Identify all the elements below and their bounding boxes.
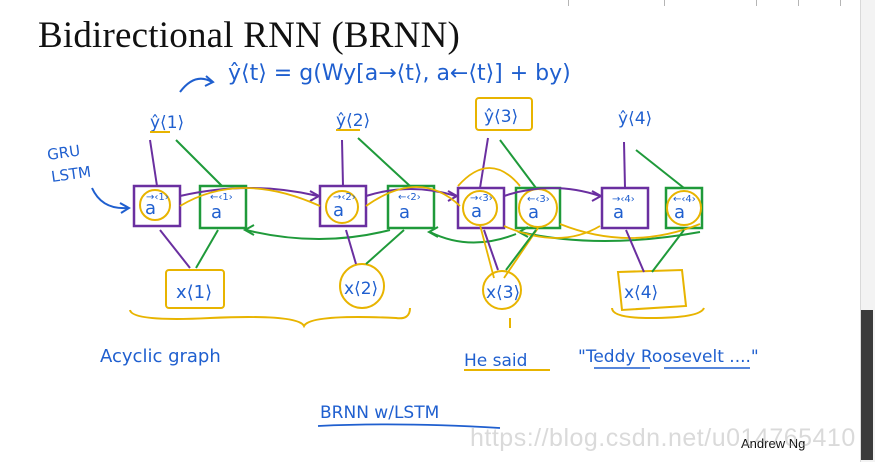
backward-cell-2: a ←‹2› [386, 184, 436, 230]
svg-text:a: a [613, 202, 624, 223]
svg-text:←‹4›: ←‹4› [673, 194, 696, 205]
input-connections [159, 229, 685, 273]
svg-text:a: a [399, 202, 410, 223]
brnn-lstm-label: BRNN w/LSTM [320, 403, 439, 423]
input-2: x⟨2⟩ [339, 263, 385, 309]
window-scrollbar-thumb[interactable] [861, 310, 873, 460]
svg-text:a: a [333, 200, 344, 221]
gru-label: GRU [46, 142, 81, 164]
input-3: x⟨3⟩ [482, 270, 522, 310]
svg-text:x⟨4⟩: x⟨4⟩ [624, 283, 658, 303]
svg-text:←‹2›: ←‹2› [398, 192, 421, 203]
backward-cell-4: a ←‹4› [664, 186, 704, 230]
svg-text:→‹1›: →‹1› [146, 192, 169, 203]
gru-arrow [91, 187, 129, 210]
forward-cell-2: a →‹2› [318, 184, 368, 228]
backward-cell-1: a ←‹1› [198, 184, 248, 230]
svg-text:a: a [145, 198, 156, 219]
forward-cell-1: a →‹1› [132, 184, 182, 228]
watermark-url: https://blog.csdn.net/u014765410 [470, 424, 856, 452]
svg-text:→‹2›: →‹2› [333, 192, 356, 203]
slide-title: Bidirectional RNN (BRNN) [38, 15, 461, 56]
acyclic-graph-label: Acyclic graph [100, 346, 221, 367]
svg-text:x⟨3⟩: x⟨3⟩ [486, 283, 520, 303]
output-label-1: ŷ⟨1⟩ [150, 113, 184, 133]
svg-text:→‹3›: →‹3› [470, 193, 493, 204]
input-4: x⟨4⟩ [616, 268, 688, 312]
output-label-4: ŷ⟨4⟩ [618, 109, 652, 129]
svg-text:a: a [471, 201, 482, 222]
formula-text: ŷ⟨t⟩ = g(Wy[a→⟨t⟩, a←⟨t⟩] + by) [228, 61, 571, 86]
svg-text:a: a [674, 202, 685, 223]
lstm-label: LSTM [50, 163, 92, 186]
svg-text:←‹1›: ←‹1› [210, 192, 233, 203]
svg-text:x⟨2⟩: x⟨2⟩ [344, 279, 378, 299]
author-credit: Andrew Ng [741, 436, 806, 451]
he-said-label: He said [464, 351, 527, 371]
svg-text:a: a [211, 202, 222, 223]
backward-cell-3: a ←‹3› [514, 186, 562, 230]
svg-text:x⟨1⟩: x⟨1⟩ [176, 282, 212, 303]
highlight-strokes [179, 167, 701, 279]
svg-text:→‹4›: →‹4› [612, 194, 635, 205]
output-label-3: ŷ⟨3⟩ [484, 107, 518, 127]
output-box-3 [475, 97, 533, 131]
forward-cell-4: a →‹4› [600, 186, 650, 230]
output-label-2: ŷ⟨2⟩ [336, 111, 370, 131]
input-braces [129, 307, 705, 329]
forward-cell-3: a →‹3› [456, 186, 506, 230]
svg-text:a: a [528, 202, 539, 223]
backward-connections [175, 137, 701, 244]
formula-arrow [179, 77, 213, 93]
svg-text:←‹3›: ←‹3› [527, 194, 550, 205]
teddy-label: "Teddy Roosevelt ...." [578, 347, 759, 367]
input-1: x⟨1⟩ [165, 269, 225, 309]
